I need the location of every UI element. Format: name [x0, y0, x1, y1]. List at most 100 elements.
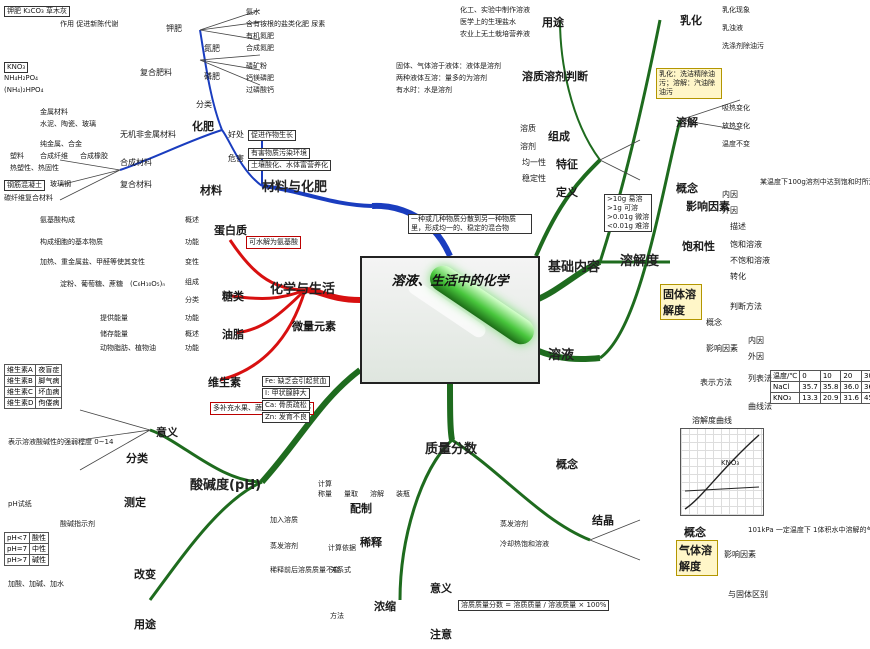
dis-item-2: 放热变化: [722, 122, 750, 130]
p-item-1: 磷矿粉: [246, 62, 267, 70]
sugar-item-2: (C₆H₁₀O₅)ₙ: [130, 280, 166, 288]
sol-th: 10: [819, 370, 842, 382]
trace-label: 微量元素: [292, 320, 336, 333]
mass-formula: 溶质质量分数 = 溶质质量 / 溶液质量 × 100%: [458, 600, 610, 611]
compound-item-2: NH₄H₂PO₄: [4, 74, 38, 82]
prepare-label: 配制: [350, 502, 372, 515]
dissolve-label: 溶解: [676, 116, 698, 129]
vitamin-cell: 佝偻病: [35, 397, 63, 409]
emul-item-3: 洗涤剂除油污: [722, 42, 764, 50]
ph-item-1: 表示溶液酸碱性的强弱程度 0~14: [8, 438, 114, 446]
solubility-curve-line: [684, 434, 760, 510]
metal-item-1: 水泥、陶瓷、玻璃: [40, 120, 96, 128]
composite-label: 复合材料: [120, 180, 152, 189]
sol-td: 35.8: [819, 381, 842, 393]
n-item-2: 含有铵根的盐类化肥 尿素: [246, 20, 326, 28]
mass-item-6: 关系式: [330, 566, 351, 574]
composite-item-3: 碳纤维复合材料: [4, 194, 53, 202]
protein-sub-3: 变性: [185, 258, 199, 266]
vitamin-cell: 维生素C: [3, 386, 37, 398]
curve-title: 溶解度曲线: [692, 416, 732, 425]
protein-sub-1: 概述: [185, 216, 199, 224]
definition-text: 一种或几种物质分散到另一种物质里，形成均一的、稳定的混合物: [408, 214, 532, 234]
ph-item-2: pH试纸: [8, 500, 32, 508]
gas-diff-label: 与固体区别: [728, 590, 768, 599]
p-item-3: 过磷酸钙: [246, 86, 274, 94]
benefit-item-1: 促进作物生长: [248, 130, 296, 141]
materials-label: 材料: [200, 184, 222, 197]
sol-td: 35.7: [799, 381, 821, 393]
stable-label: 稳定性: [522, 174, 546, 183]
list-method-label: 列表法: [748, 374, 772, 383]
sol-td: NaCl: [769, 381, 801, 393]
potassium-label: 钾肥: [166, 24, 182, 33]
fat-sub-2: 功能: [185, 344, 199, 352]
feature-label: 特征: [556, 158, 578, 171]
emul-item-1: 乳化现象: [722, 6, 750, 14]
trace-item-4: Zn: 发育不良: [262, 412, 310, 423]
ph-cell: 酸性: [29, 532, 50, 544]
curve-label: KNO₃: [721, 459, 740, 467]
protein-label: 蛋白质: [214, 224, 247, 237]
topic-materials: 材料与化肥: [262, 180, 328, 195]
composite-item-1: 钢筋混凝土: [4, 180, 45, 191]
uniform-label: 均一性: [522, 158, 546, 167]
judge-method-label: 判断方法: [730, 302, 762, 311]
step-4: 溶解: [370, 490, 384, 498]
solvent-label: 溶剂: [520, 142, 536, 151]
step-2: 称量: [318, 490, 332, 498]
use-item-1: 化工、实验中制作溶液: [460, 6, 530, 14]
sol-level-3: >0.01g 微溶: [607, 213, 650, 221]
external-label: 外因: [722, 206, 738, 215]
ph-change-label: 改变: [134, 568, 156, 581]
use-item-3: 农业上无土栽培营养液: [460, 30, 530, 38]
topic-basic: 基础内容: [548, 260, 601, 275]
benefit-label: 好处: [228, 130, 244, 139]
trace-item-1: Fe: 缺乏会引起贫血: [262, 376, 330, 387]
emulsify-note: 乳化：洗洁精除油污；溶解：汽油除油污: [656, 68, 722, 99]
gas-solubility-label: 气体溶解度: [676, 540, 718, 576]
synthetic-label: 合成材料: [120, 158, 152, 167]
k-item-2: 作用 促进新陈代谢: [60, 20, 119, 28]
mass-item-2: 蒸发溶剂: [270, 542, 298, 550]
center-title: 溶液、生活中的化学: [391, 274, 509, 289]
express-label: 表示方法: [700, 378, 732, 387]
judge-item-3: 有水时：水是溶剂: [396, 86, 452, 94]
internal-label: 内因: [722, 190, 738, 199]
synthetic-item-1: 塑料: [10, 152, 24, 160]
vitamin-cell: 坏血病: [35, 386, 63, 398]
definition-label: 定义: [556, 186, 578, 199]
solubility-concept-label: 概念: [676, 182, 698, 195]
ph-cell: pH=7: [3, 543, 31, 555]
sol-th: 0: [799, 370, 821, 382]
convert-label: 转化: [730, 272, 746, 281]
fat-item-1: 储存能量: [100, 330, 128, 338]
compound-label: 复合肥料: [140, 68, 172, 77]
use-item-2: 医学上的生理盐水: [460, 18, 516, 26]
topic-ph: 酸碱度(pH): [190, 478, 262, 493]
n-item-1: 氨水: [246, 8, 260, 16]
sol-level-2: >1g 可溶: [607, 204, 638, 212]
topic-solution: 溶液: [548, 348, 575, 363]
vitamin-cell: 夜盲症: [35, 364, 63, 376]
solubility-table-header: 温度/℃ 0 10 20 30: [769, 370, 870, 382]
harm-label: 危害: [228, 154, 244, 163]
sol-td: 31.6: [840, 392, 863, 404]
harm-item-1: 有害物质污染环境: [248, 148, 310, 159]
fat-label: 油脂: [222, 328, 244, 341]
ph-cell: 碱性: [29, 554, 50, 566]
solid-solubility-label: 固体溶解度: [660, 284, 702, 320]
solubility-table: 温度/℃ 0 10 20 30 NaCl 35.7 35.8 36.0 36.3…: [769, 370, 870, 404]
step-5: 装瓶: [396, 490, 410, 498]
classify-label: 分类: [196, 100, 212, 109]
metal-item-2: 金属材料: [40, 108, 68, 116]
saturated-label: 饱和溶液: [730, 240, 762, 249]
solid-factors-label: 影响因素: [706, 344, 738, 353]
dilute-label: 稀释: [360, 536, 382, 549]
vitamin-cell: 脚气病: [35, 375, 63, 387]
